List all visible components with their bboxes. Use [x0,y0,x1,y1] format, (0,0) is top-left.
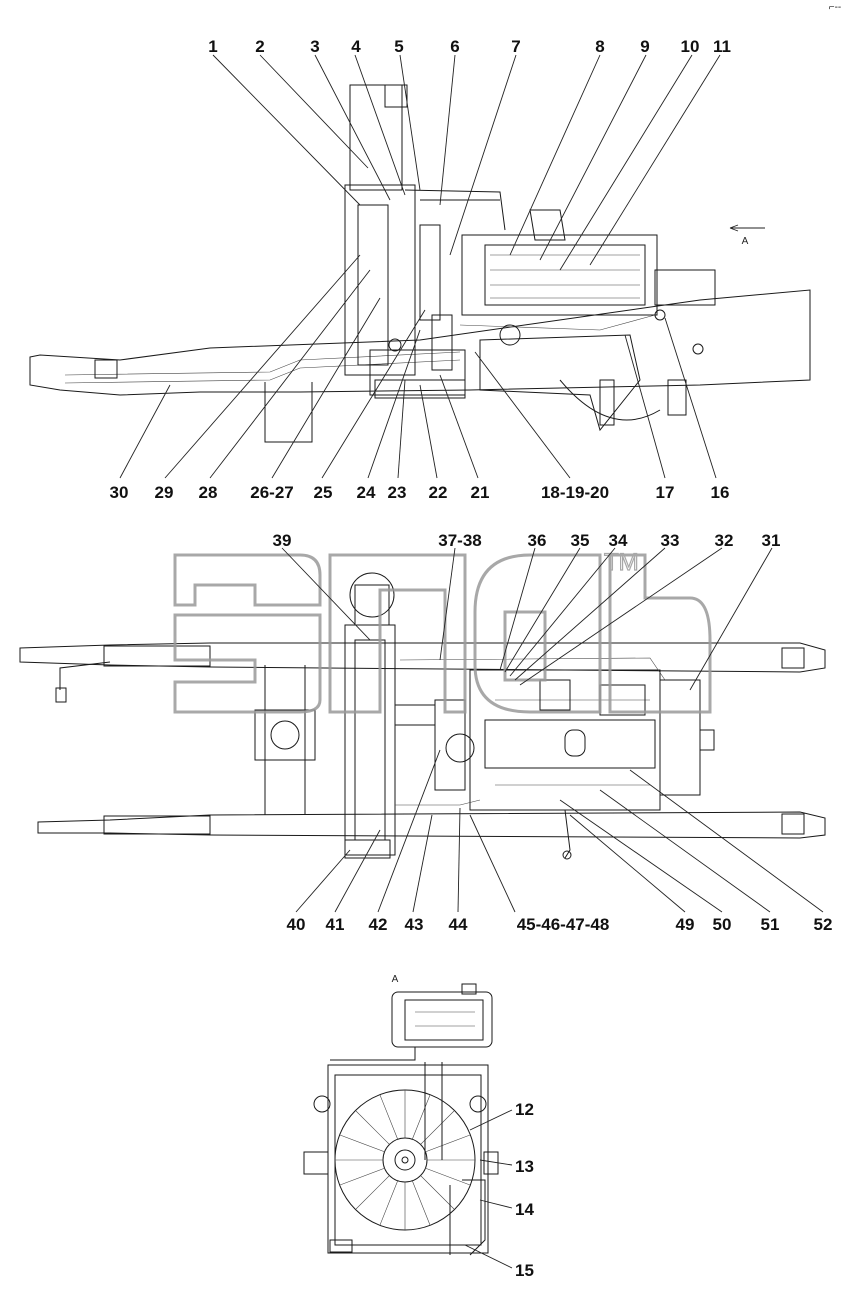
callout-28: 28 [199,483,218,502]
side-view-callouts: 1 2 3 4 5 6 7 8 9 10 11 30 29 28 26-27 2… [110,37,731,502]
callout-52: 52 [814,915,833,934]
callout-39: 39 [273,531,292,550]
callout-35: 35 [571,531,590,550]
callout-26-27: 26-27 [250,483,293,502]
callout-33: 33 [661,531,680,550]
callout-51: 51 [761,915,780,934]
corner-mark: ⌐-- [829,2,842,13]
callout-13: 13 [515,1157,534,1176]
callout-50: 50 [713,915,732,934]
callout-24: 24 [357,483,376,502]
callout-9: 9 [640,37,649,56]
callout-40: 40 [287,915,306,934]
callout-12: 12 [515,1100,534,1119]
callout-14: 14 [515,1200,534,1219]
trademark-symbol: TM [604,549,639,576]
callout-44: 44 [449,915,468,934]
callout-49: 49 [676,915,695,934]
callout-21: 21 [471,483,490,502]
callout-10: 10 [681,37,700,56]
arrow-a-label: A [742,236,749,247]
callout-43: 43 [405,915,424,934]
callout-41: 41 [326,915,345,934]
callout-36: 36 [528,531,547,550]
callout-8: 8 [595,37,604,56]
callout-45-46-47-48: 45-46-47-48 [517,915,610,934]
callout-3: 3 [310,37,319,56]
callout-6: 6 [450,37,459,56]
callout-1: 1 [208,37,217,56]
side-view-leaders [119,54,721,479]
callout-11: 11 [713,37,731,56]
plan-view-callouts: 39 37-38 36 35 34 33 32 31 40 41 42 43 4… [273,531,833,934]
watermark: TM [173,548,712,714]
view-a: A [303,974,499,1256]
callout-32: 32 [715,531,734,550]
plan-view-leaders [281,547,824,913]
callout-22: 22 [429,483,448,502]
side-view: A [29,84,811,443]
callout-42: 42 [369,915,388,934]
callout-4: 4 [351,37,361,56]
callout-18-19-20: 18-19-20 [541,483,609,502]
callout-30: 30 [110,483,129,502]
view-a-title: A [392,974,399,985]
callout-29: 29 [155,483,174,502]
callout-2: 2 [255,37,264,56]
view-a-leaders [464,1109,513,1269]
callout-25: 25 [314,483,333,502]
callout-5: 5 [394,37,403,56]
callout-7: 7 [511,37,520,56]
callout-37-38: 37-38 [438,531,481,550]
callout-15: 15 [515,1261,534,1280]
callout-34: 34 [609,531,628,550]
callout-23: 23 [388,483,407,502]
callout-31: 31 [762,531,781,550]
callout-17: 17 [656,483,675,502]
view-a-callouts: 12 13 14 15 [515,1100,534,1280]
plan-view [19,572,826,860]
callout-16: 16 [711,483,730,502]
